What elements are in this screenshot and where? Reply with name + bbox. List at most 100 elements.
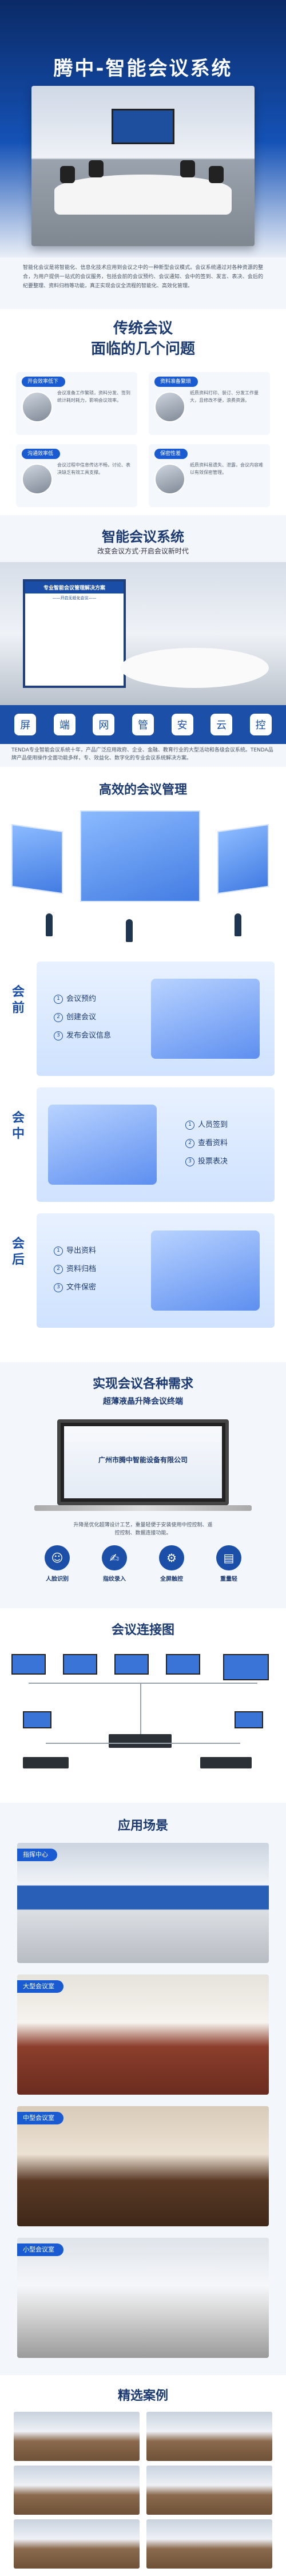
hero-title: 腾中-智能会议系统 [53, 57, 233, 80]
person-avatar [154, 391, 185, 422]
problems-section: 传统会议 面临的几个问题 开会效率低下 会议准备工作繁琐，资料分发、签到统计耗时… [0, 309, 286, 515]
screen-panel [11, 824, 63, 895]
smart-subtitle: 改变会议方式·开启会议新时代 [97, 547, 189, 555]
cases-title: 精选案例 [117, 2389, 168, 2403]
management-title: 高效的会议管理 [98, 783, 187, 797]
scenario-image [17, 1974, 269, 2095]
intro-text: 智能化会议是将智能化、信息化技术应用到会议之中的一种新型会议模式。会议系统通过对… [23, 265, 263, 289]
screen-panel [80, 810, 200, 902]
chair-icon [209, 166, 224, 183]
feature-lightweight: ▤ 重量轻 [206, 1545, 252, 1582]
terminal-device [235, 1711, 263, 1728]
person-avatar [154, 464, 185, 494]
stage-illustration [151, 1230, 260, 1311]
monitor-device [166, 1654, 200, 1675]
feature-icon: 端 [53, 714, 76, 735]
terminal-screen: 广州市腾中智能设备有限公司 [64, 1426, 222, 1498]
problems-title-line1: 传统会议 [113, 320, 173, 337]
scenario-image [17, 1843, 269, 1963]
connection-wire [46, 1743, 240, 1744]
board-subtitle: ——开启无纸化会议—— [52, 596, 97, 600]
monitor-device [11, 1654, 46, 1675]
requirement-features: ☺ 人脸识别 ✍ 指纹录入 ⚙ 全屏触控 ▤ 重量轻 [34, 1545, 252, 1582]
scenario-large-meeting-room: 大型会议室 [17, 1974, 269, 2095]
person-avatar [22, 464, 53, 494]
feature-icon: 屏 [14, 714, 37, 735]
smart-description: TENDA专业智能会议系统十年，产品广泛应用政府、企业、金融、教育行业的大型活动… [11, 747, 273, 761]
smart-system-section: 智能会议系统 改变会议方式·开启会议新时代 专业智能会议管理解决方案 ——开启无… [0, 515, 286, 767]
chair-icon [60, 166, 75, 183]
number-badge: 3 [54, 1283, 63, 1292]
person-avatar [22, 391, 53, 422]
number-badge: 3 [185, 1157, 194, 1166]
case-image [146, 2519, 272, 2569]
server-device [23, 1757, 69, 1768]
fingerprint-icon: ✍ [102, 1545, 127, 1570]
requirements-title: 实现会议各种需求 [92, 1377, 193, 1391]
board-title: 专业智能会议管理解决方案 [25, 581, 124, 593]
terminal-company-name: 广州市腾中智能设备有限公司 [98, 1456, 188, 1464]
person-figure [235, 913, 241, 936]
terminal-device [23, 1711, 51, 1728]
feature-touch: ⚙ 全屏触控 [149, 1545, 194, 1582]
feature-fingerprint: ✍ 指纹录入 [92, 1545, 137, 1582]
problem-card: 资料准备繁琐 纸质资料打印、装订、分发工作量大，且修改不便，浪费资源。 [149, 372, 270, 435]
feature-icon: 管 [132, 714, 154, 735]
hero-section: 腾中-智能会议系统 [0, 0, 286, 258]
connection-title: 会议连接图 [111, 1623, 174, 1637]
problems-grid: 开会效率低下 会议准备工作繁琐，资料分发、签到统计耗时耗力，影响会议效率。 资料… [16, 372, 270, 507]
number-badge: 1 [54, 1247, 63, 1256]
scenario-tag: 小型会议室 [17, 2243, 63, 2256]
hero-conference-room-image [31, 86, 255, 246]
requirements-description: 升降是优化超薄设计工艺，重量轻便于安装使用中控控制、遥控控制、数据连接功能。 [73, 1522, 213, 1536]
face-icon: ☺ [45, 1545, 70, 1570]
scenario-image [17, 2106, 269, 2226]
problem-text: 纸质资料易遗失、泄露，会议内容难以有效保密管理。 [190, 462, 263, 475]
problem-card: 沟通效率低 会议过程中信息传达不畅，讨论、表决缺乏有效工具支撑。 [16, 444, 137, 507]
scenario-medium-meeting-room: 中型会议室 [17, 2106, 269, 2226]
display-screen [112, 109, 174, 144]
scenario-tag: 中型会议室 [17, 2112, 63, 2124]
feature-icon: 网 [93, 714, 115, 735]
feature-label: 全屏触控 [160, 1576, 183, 1582]
stage-illustration [151, 979, 260, 1059]
problem-tag: 资料准备繁琐 [154, 377, 198, 387]
problem-card: 开会效率低下 会议准备工作繁琐，资料分发、签到统计耗时耗力，影响会议效率。 [16, 372, 137, 435]
number-badge: 3 [54, 1031, 63, 1040]
conference-table [54, 175, 232, 215]
requirements-section: 实现会议各种需求 超薄液晶升降会议终端 广州市腾中智能设备有限公司 升降是优化超… [0, 1362, 286, 1608]
connection-diagram [11, 1648, 275, 1791]
monitor-device [114, 1654, 149, 1675]
feature-label: 人脸识别 [46, 1576, 69, 1582]
number-badge: 1 [185, 1121, 194, 1130]
person-figure [46, 913, 53, 936]
feature-label: 重量轻 [220, 1576, 237, 1582]
number-badge: 2 [54, 1265, 63, 1274]
large-display-device [223, 1654, 269, 1680]
scenario-small-meeting-room: 小型会议室 [17, 2238, 269, 2358]
scenario-tag: 大型会议室 [17, 1980, 63, 1993]
terminal-base [34, 1505, 252, 1511]
cases-section: 精选案例 [0, 2375, 286, 2576]
person-figure [126, 919, 133, 942]
number-badge: 1 [54, 995, 63, 1004]
management-illustration [11, 805, 275, 948]
stage-label: 会中 [11, 1111, 25, 1141]
